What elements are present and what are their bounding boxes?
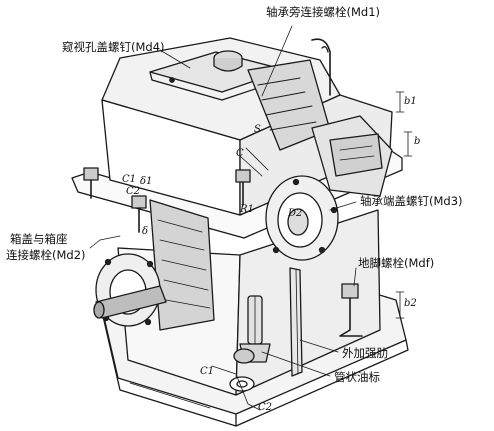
flange-bolt-middle [235, 169, 251, 183]
symbol-c1-top: C1 [122, 174, 137, 185]
label-anchor-bolt: 地脚螺栓(Mdf) [358, 256, 435, 270]
symbol-b1: b1 [404, 96, 417, 107]
external-rib [289, 267, 303, 377]
symbol-c2-top: C2 [126, 186, 141, 197]
label-oil-gauge: 管状油标 [334, 370, 380, 384]
symbol-b2: b2 [404, 298, 417, 309]
symbol-c1-bottom: C1 [200, 366, 215, 377]
symbol-c-small: C [236, 148, 244, 159]
label-external-rib: 外加强肋 [342, 346, 388, 360]
left-cutaway [149, 199, 215, 331]
label-peephole-screw: 窥视孔盖螺钉(Md4) [62, 40, 165, 54]
symbol-c2-bottom: C2 [258, 402, 273, 413]
flange-bolt-left [83, 167, 99, 181]
symbol-b: b [414, 136, 421, 147]
lifting-lug [311, 38, 331, 96]
symbol-s: S [254, 124, 261, 135]
label-cover-base-bolt-line1: 箱盖与箱座 [10, 232, 68, 246]
anchor-bolt [341, 283, 359, 299]
label-bearing-side-bolt: 轴承旁连接螺栓(Md1) [266, 5, 381, 19]
symbol-d2: D2 [288, 208, 303, 219]
label-bearing-cap-screw: 轴承端盖螺钉(Md3) [360, 194, 463, 208]
symbol-delta1: δ1 [140, 176, 153, 187]
label-cover-base-bolt-line2: 连接螺栓(Md2) [6, 248, 86, 262]
symbol-r1: R1 [240, 204, 254, 215]
symbol-delta: δ [142, 226, 149, 237]
